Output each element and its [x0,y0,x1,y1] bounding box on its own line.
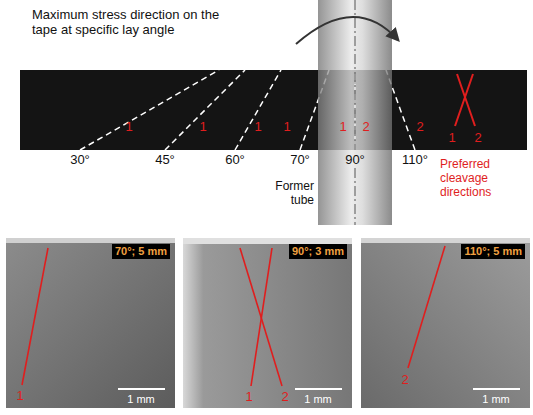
callout-number: 1 [254,120,261,135]
scale-label: 1 mm [304,393,332,406]
scale-label: 1 mm [127,393,155,406]
callout-number: 2 [362,120,369,135]
heading-note: Maximum stress direction on the tape at … [32,8,247,38]
angle-label: 45° [155,153,175,168]
angle-label: 30° [70,153,90,168]
angle-label: 90° [345,153,365,168]
sem-image [183,238,352,408]
sem-image [361,238,530,408]
image-tag: 90°; 3 mm [289,244,347,259]
tape [20,70,527,150]
tube-axis [355,0,356,225]
part-name: Preferred cleavage directions [440,158,528,199]
former-tube [318,0,392,225]
callout-number: 1 [125,120,132,135]
callout-number: 1 [448,131,455,146]
part-name: Former tube [266,180,314,208]
angle-label: 110° [402,153,428,168]
image-tag: 70°; 5 mm [112,244,170,259]
callout-number: 1 [199,120,206,135]
callout-number: 2 [401,373,408,388]
callout-number: 2 [281,390,288,405]
rotation-arrow [296,17,398,44]
image-tag: 110°; 5 mm [461,244,525,259]
callout-number: 2 [474,131,481,146]
callout-number: 2 [416,120,423,135]
callout-number: 1 [245,390,252,405]
angle-label: 60° [225,153,245,168]
angle-label: 70° [290,153,310,168]
callout-number: 1 [16,389,23,404]
scale-bars [118,388,520,390]
callout-number: 1 [339,120,346,135]
scale-label: 1 mm [482,393,510,406]
sem-image [6,238,175,408]
cleavage-cross [455,74,475,126]
callout-number: 1 [283,120,290,135]
cleavage-lines [22,246,445,386]
